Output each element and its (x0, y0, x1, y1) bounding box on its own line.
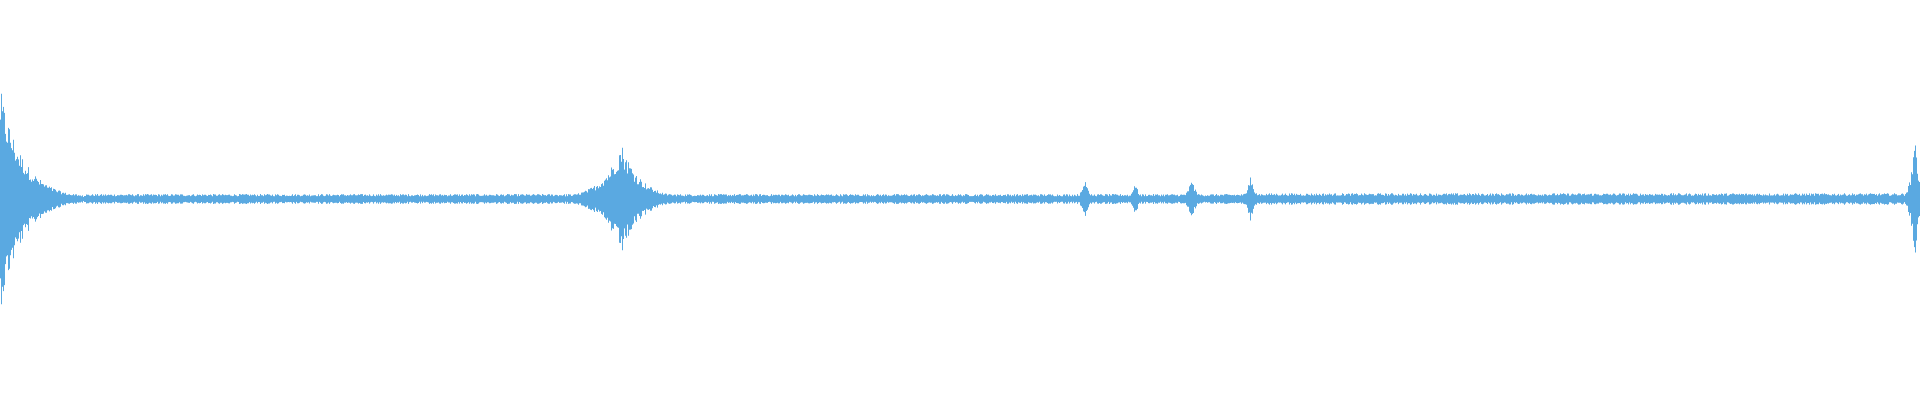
waveform-samples (0, 93, 1920, 305)
